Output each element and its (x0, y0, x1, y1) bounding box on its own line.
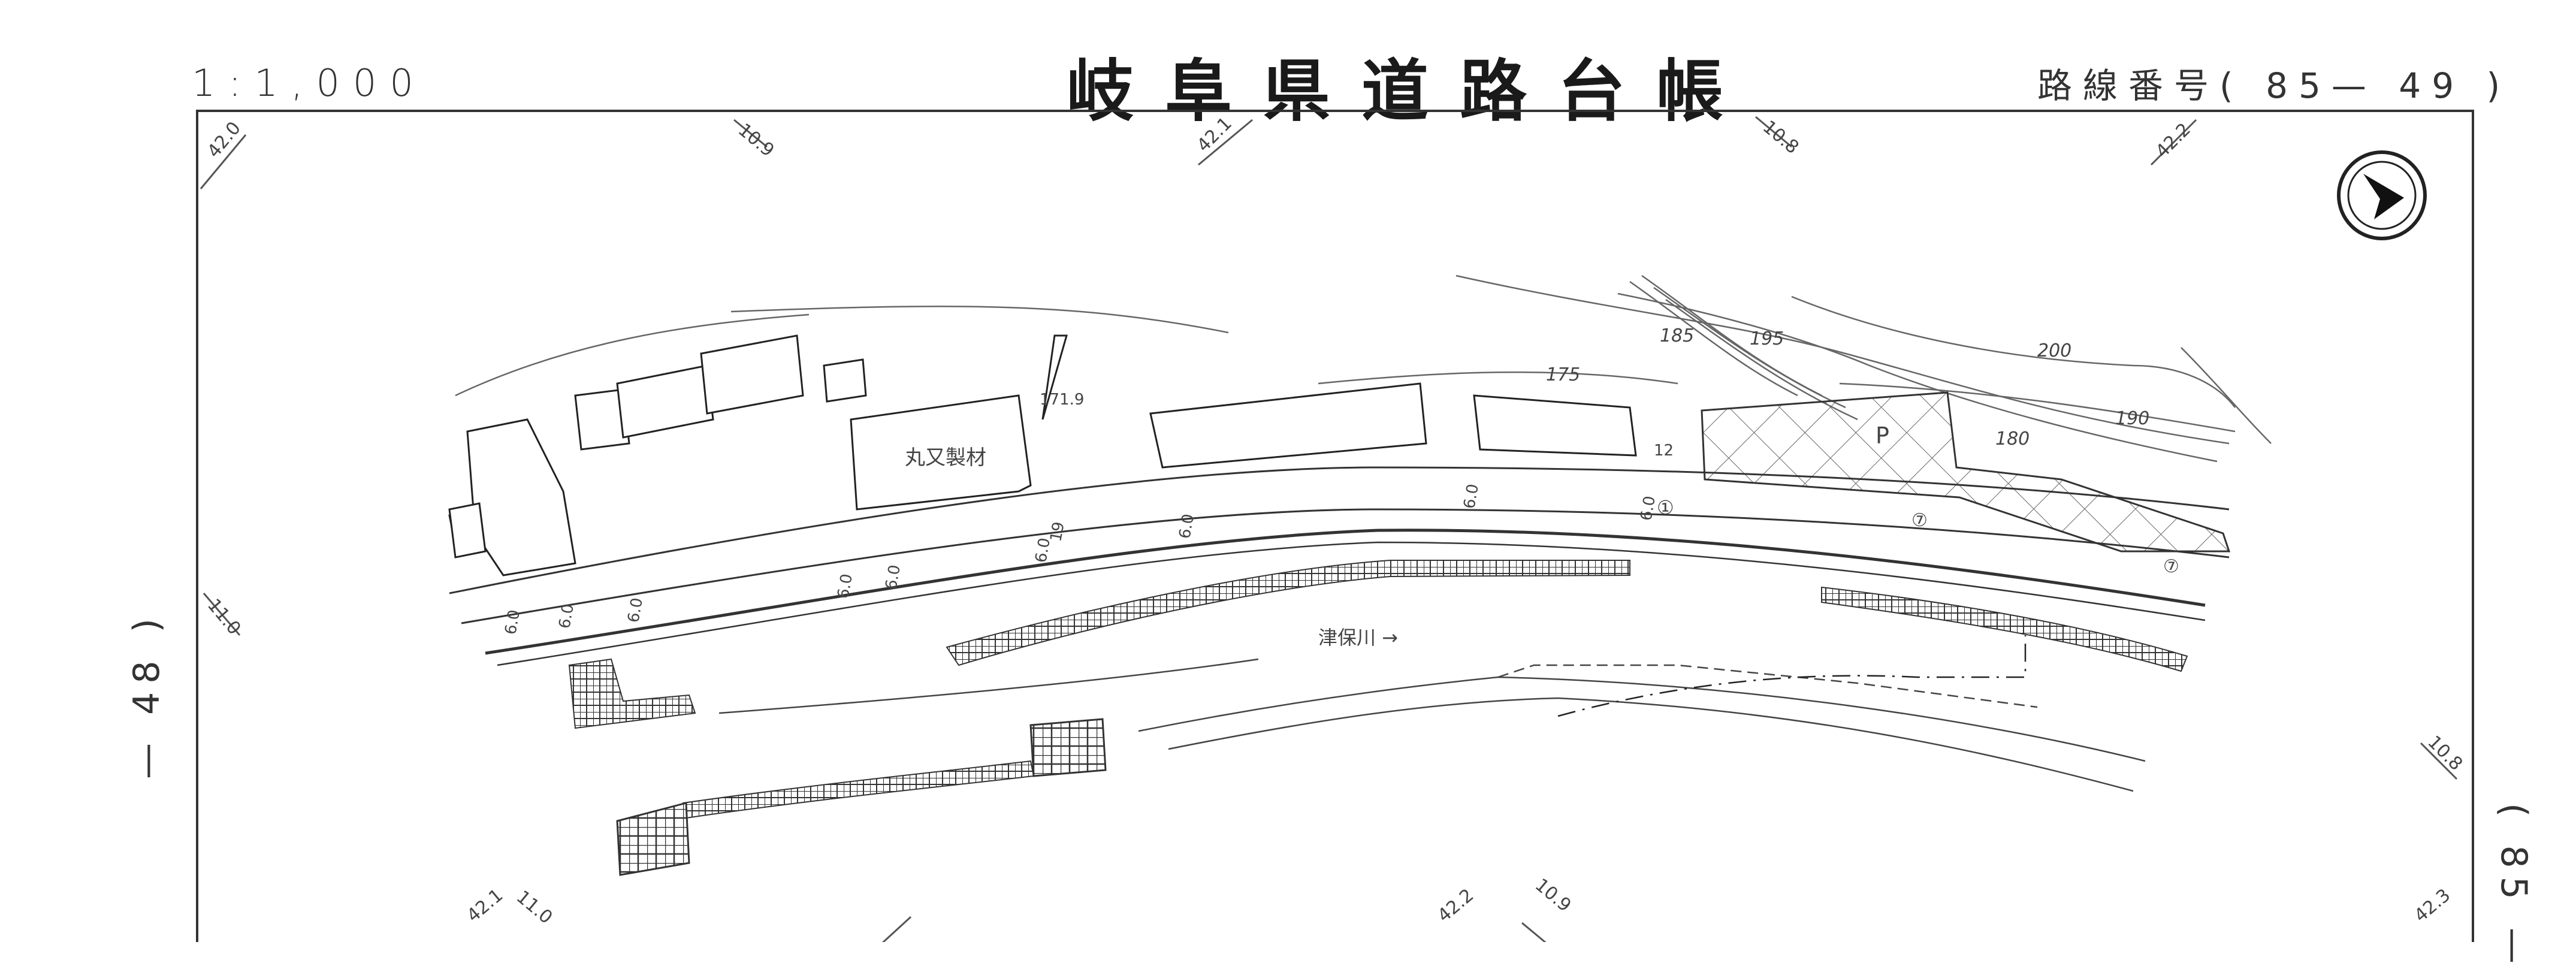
embankment-bottom (682, 760, 1035, 819)
grid-label-bottom-5: 42.3 (2411, 885, 2455, 926)
road-width-9: 6.0 (1637, 494, 1659, 522)
grid-label-left: 11.0 (203, 595, 245, 639)
river-banks (718, 658, 2146, 792)
road-width-5: 6.0 (882, 563, 904, 591)
building-label: 丸又製材 (905, 446, 986, 470)
road-width-4: 6.0 (834, 572, 856, 600)
map-scale: 1:1,000 (192, 61, 427, 105)
contour-175: 175 (1546, 364, 1580, 385)
grid-label-top-5: 42.2 (2152, 119, 2195, 162)
north-arrow-icon (2337, 150, 2427, 240)
road-ledger-map[interactable]: 42.0 10.9 42.1 10.8 42.2 11.0 10.8 42.1 … (0, 0, 2576, 942)
grid-label-top-3: 42.1 (1193, 113, 1236, 156)
buildings (448, 334, 1637, 576)
embankment-right (1821, 586, 2188, 672)
river-label: 津保川 → (1318, 626, 1398, 649)
marker-3: ⑦ (2163, 556, 2179, 577)
river-boundary (1557, 635, 2027, 717)
marker-2: ⑦ (1911, 510, 1928, 531)
contour-lines (455, 274, 2272, 463)
embankment-corner (568, 658, 696, 729)
grid-label-bottom-4: 10.9 (1531, 874, 1575, 916)
page-title: 岐阜県道路台帳 (1067, 53, 1754, 131)
road-width-2: 6.0 (555, 602, 578, 630)
contour-185: 185 (1660, 325, 1694, 346)
embankment-bottom-block (616, 802, 690, 876)
parking-area (1701, 391, 2231, 553)
road-width-sub: 19 (1047, 520, 1068, 543)
contour-180: 180 (1995, 428, 2030, 449)
road-width-8: 6.0 (1460, 482, 1482, 510)
map-frame (196, 110, 2474, 942)
grid-label-bottom-1: 42.1 (463, 885, 508, 926)
embankment-stair (1029, 718, 1107, 777)
spot-height: 171.9 (1040, 391, 1084, 409)
contour-200: 200 (2037, 340, 2071, 361)
road-width-7: 6.0 (1176, 512, 1198, 540)
grid-label-bottom-3: 42.2 (1434, 885, 1478, 926)
parking-label: P (1876, 422, 1889, 449)
marker-1: ① (1657, 496, 1674, 519)
grid-label-top-1: 42.0 (203, 117, 245, 162)
road-width-6: 6.0 (1032, 536, 1054, 564)
grid-ticks (200, 116, 2458, 942)
grid-label-top-4: 10.8 (1759, 116, 1803, 158)
contour-190: 190 (2115, 408, 2149, 429)
contour-195: 195 (1750, 328, 1784, 349)
embankment-left (946, 560, 1630, 666)
road-width-1: 6.0 (502, 608, 524, 636)
road-width-3: 6.0 (624, 596, 647, 624)
road-edges (449, 466, 2230, 666)
marker-4: 12 (1654, 442, 1674, 460)
grid-label-bottom-2: 11.0 (512, 886, 557, 928)
route-number: 路線番号( 85— 49 ) (2037, 65, 2511, 106)
